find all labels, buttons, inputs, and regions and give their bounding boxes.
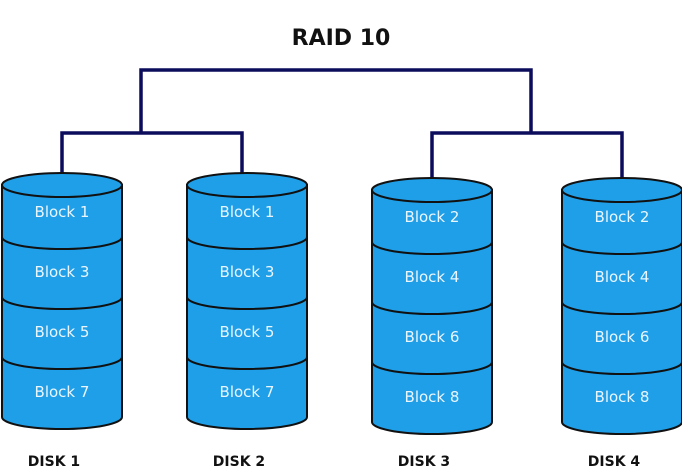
block-label: Block 6	[405, 328, 460, 346]
block-label: Block 1	[35, 203, 90, 221]
block-divider	[371, 301, 493, 315]
diagram-title: RAID 10	[292, 26, 391, 51]
block-label: Block 5	[35, 323, 90, 341]
block-label: Block 3	[35, 263, 90, 281]
disk-top	[561, 177, 682, 203]
disk-1: Block 1 Block 3 Block 5 Block 7 DISK 1	[0, 172, 123, 469]
block-divider	[371, 361, 493, 375]
block-label: Block 4	[595, 268, 650, 286]
disk-3: Block 2 Block 4 Block 6 Block 8 DISK 3	[371, 177, 493, 469]
block-divider	[561, 301, 682, 315]
connectors	[60, 68, 624, 178]
connector-mirror-1	[60, 131, 244, 173]
disk-top	[371, 177, 493, 203]
block-label: Block 2	[405, 208, 460, 226]
connector-mirror-2	[430, 131, 624, 178]
disk-4: Block 2 Block 4 Block 6 Block 8 DISK 4	[561, 177, 682, 469]
block-label: Block 8	[405, 388, 460, 406]
block-label: Block 5	[220, 323, 275, 341]
block-divider	[186, 356, 308, 370]
disk-label: DISK 4	[588, 454, 641, 469]
block-divider	[1, 356, 123, 370]
connector-top	[139, 68, 533, 133]
disk-top	[1, 172, 123, 198]
block-label: Block 2	[595, 208, 650, 226]
block-divider	[561, 361, 682, 375]
disk-top	[186, 172, 308, 198]
block-divider	[186, 236, 308, 250]
disk-label: DISK 1	[28, 454, 80, 469]
block-label: Block 8	[595, 388, 650, 406]
block-divider	[371, 241, 493, 255]
block-divider	[186, 296, 308, 310]
block-label: Block 4	[405, 268, 460, 286]
disk-label: DISK 2	[213, 454, 265, 469]
block-label: Block 6	[595, 328, 650, 346]
block-divider	[1, 296, 123, 310]
block-divider	[1, 236, 123, 250]
disk-2: Block 1 Block 3 Block 5 Block 7 DISK 2	[186, 172, 308, 469]
block-label: Block 1	[220, 203, 275, 221]
block-label: Block 7	[220, 383, 275, 401]
block-label: Block 7	[35, 383, 90, 401]
disk-label: DISK 3	[398, 454, 450, 469]
block-divider	[561, 241, 682, 255]
block-label: Block 3	[220, 263, 275, 281]
